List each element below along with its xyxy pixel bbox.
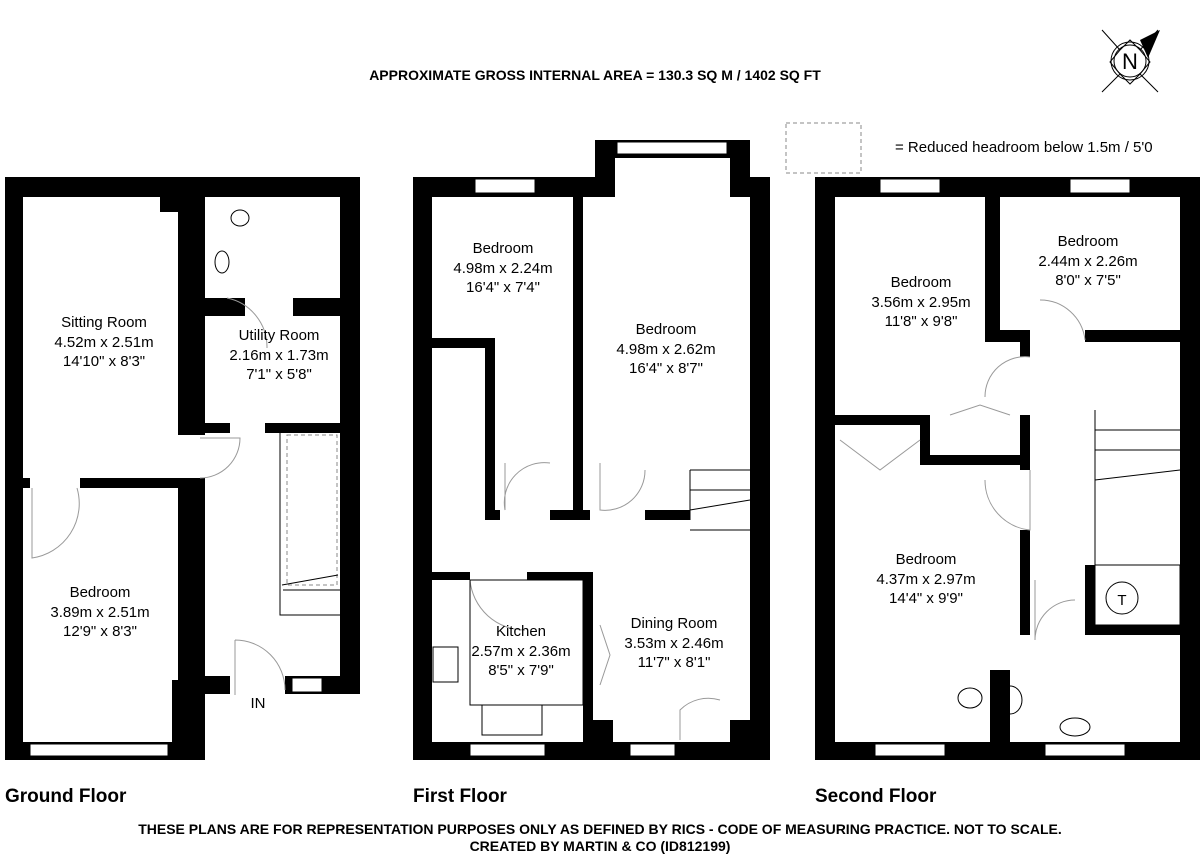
ground-floor-plan: Sitting Room 4.52m x 2.51m 14'10" x 8'3"… xyxy=(5,177,360,807)
room-imperial: 16'4" x 7'4" xyxy=(466,279,540,296)
room-name: Bedroom xyxy=(896,551,957,568)
room-imperial: 8'5" x 7'9" xyxy=(488,662,554,679)
room-metric: 4.98m x 2.24m xyxy=(453,260,552,277)
floor-title: Second Floor xyxy=(815,786,937,807)
room-metric: 3.89m x 2.51m xyxy=(50,604,149,621)
room-name: Kitchen xyxy=(496,623,546,640)
floor-title: First Floor xyxy=(413,786,508,807)
room-imperial: 7'1" x 5'8" xyxy=(246,366,312,383)
room-name: Bedroom xyxy=(636,321,697,338)
room-name: Bedroom xyxy=(473,240,534,257)
room-name: Bedroom xyxy=(891,274,952,291)
room-metric: 4.52m x 2.51m xyxy=(54,334,153,351)
room-imperial: 12'9" x 8'3" xyxy=(63,623,137,640)
reduced-headroom-swatch xyxy=(785,122,862,174)
floor-title: Ground Floor xyxy=(5,786,127,807)
room-metric: 4.98m x 2.62m xyxy=(616,341,715,358)
room-imperial: 11'7" x 8'1" xyxy=(638,654,711,671)
room-name: Bedroom xyxy=(70,584,131,601)
room-metric: 2.16m x 1.73m xyxy=(229,347,328,364)
room-metric: 2.44m x 2.26m xyxy=(1038,253,1137,270)
room-imperial: 14'4" x 9'9" xyxy=(889,590,963,607)
room-name: Dining Room xyxy=(631,615,718,632)
room-imperial: 11'8" x 9'8" xyxy=(885,313,958,330)
room-metric: 2.57m x 2.36m xyxy=(471,643,570,660)
second-floor-plan: T Bedroom 3.56m x 2.95m 11'8" x 9'8" Bed… xyxy=(815,177,1200,807)
room-imperial: 8'0" x 7'5" xyxy=(1055,272,1121,289)
first-floor-plan: Bedroom 4.98m x 2.24m 16'4" x 7'4" Bedro… xyxy=(413,140,770,807)
entrance-label: IN xyxy=(251,695,266,712)
disclaimer: THESE PLANS ARE FOR REPRESENTATION PURPO… xyxy=(138,821,1062,837)
room-imperial: 14'10" x 8'3" xyxy=(63,353,145,370)
water-tank-label: T xyxy=(1117,592,1126,609)
room-name: Bedroom xyxy=(1058,233,1119,250)
room-name: Utility Room xyxy=(239,327,320,344)
room-metric: 3.56m x 2.95m xyxy=(871,294,970,311)
compass-label: N xyxy=(1122,49,1138,74)
reduced-headroom-legend: = Reduced headroom below 1.5m / 5'0 xyxy=(895,139,1153,156)
credit: CREATED BY MARTIN & CO (ID812199) xyxy=(470,838,731,854)
compass-north-icon: N xyxy=(1101,29,1160,93)
room-imperial: 16'4" x 8'7" xyxy=(629,360,703,377)
gross-area-title: APPROXIMATE GROSS INTERNAL AREA = 130.3 … xyxy=(369,67,821,83)
room-name: Sitting Room xyxy=(61,314,147,331)
room-metric: 3.53m x 2.46m xyxy=(624,635,723,652)
room-metric: 4.37m x 2.97m xyxy=(876,571,975,588)
